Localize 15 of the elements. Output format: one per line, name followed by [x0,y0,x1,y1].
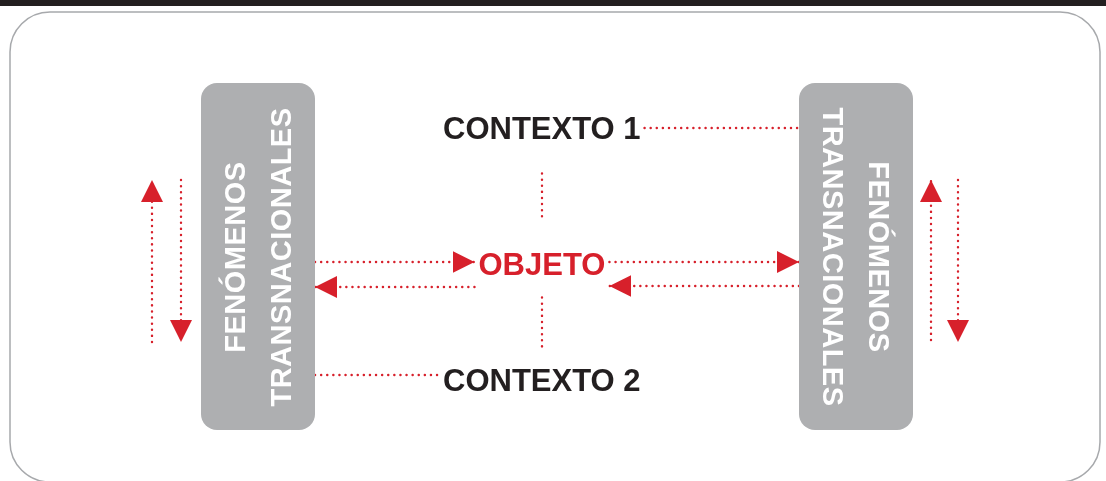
rounded-box [799,83,913,430]
dotted-connector [540,172,544,220]
dotted-connector [313,373,441,377]
dotted-arrow [608,275,801,297]
dotted-arrow [313,276,476,298]
node-label: OBJETO [478,248,606,280]
box-label: FENÓMENOS TRANSNACIONALES [217,105,298,409]
rounded-box [201,83,315,430]
box-label: FENÓMENOS TRANSNACIONALES [816,105,897,409]
dotted-arrow [608,251,801,273]
node-label: CONTEXTO 1 [443,112,641,144]
dotted-connector [643,126,801,130]
node-label: CONTEXTO 2 [443,364,641,396]
dotted-connector [540,296,544,348]
dotted-arrow [313,251,476,273]
